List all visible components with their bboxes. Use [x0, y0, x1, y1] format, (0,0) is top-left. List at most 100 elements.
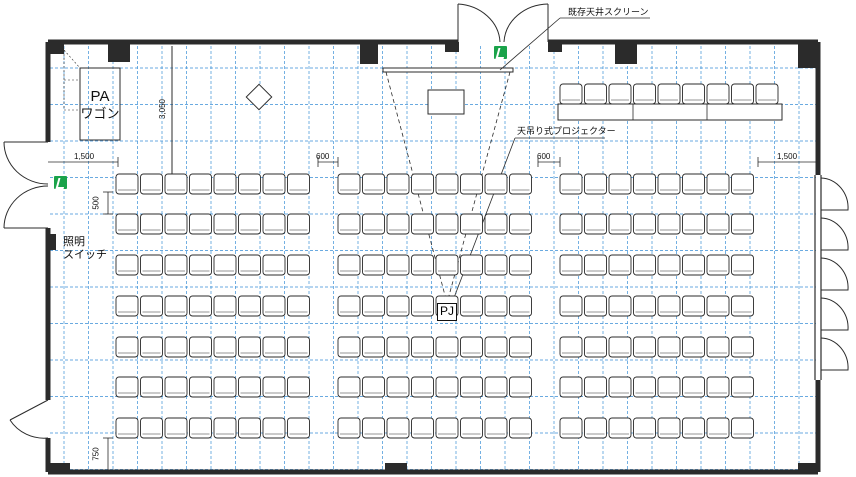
chair	[633, 376, 656, 398]
chair	[460, 254, 483, 276]
right-aisle-dimension: 1,500	[777, 152, 798, 161]
chair	[238, 213, 261, 235]
chair	[262, 213, 286, 235]
chair	[337, 254, 361, 276]
pa-label-line2: ワゴン	[80, 106, 120, 121]
chair	[584, 376, 607, 398]
chair	[509, 213, 532, 235]
chair	[362, 295, 385, 317]
chair	[484, 295, 508, 317]
chair	[484, 376, 508, 398]
chair	[509, 336, 532, 358]
chair	[706, 376, 730, 398]
chair	[682, 417, 705, 439]
dimension-marks	[48, 157, 818, 470]
chair	[386, 295, 410, 317]
projector-box: PJ	[437, 303, 457, 321]
chair	[584, 336, 607, 358]
chair	[682, 213, 705, 235]
chair	[189, 336, 212, 358]
chair	[411, 173, 434, 195]
light-switch-label: 照明 スイッチ	[63, 236, 107, 262]
chair	[164, 173, 188, 195]
chair	[238, 295, 261, 317]
row-pitch-dimension: 500	[91, 196, 101, 210]
chair	[706, 417, 730, 439]
chair	[706, 83, 730, 105]
right-doors	[820, 177, 849, 371]
chair	[189, 417, 212, 439]
chair	[731, 173, 754, 195]
chair	[287, 254, 310, 276]
chair	[633, 173, 656, 195]
chair	[657, 336, 681, 358]
chair	[657, 173, 681, 195]
chair	[238, 376, 261, 398]
top-door	[457, 3, 549, 43]
chair	[140, 376, 163, 398]
chair	[435, 417, 459, 439]
exit-sign-icon	[54, 176, 67, 189]
chair	[706, 336, 730, 358]
chair	[213, 295, 237, 317]
chair	[731, 83, 754, 105]
chair	[608, 254, 632, 276]
chair	[238, 173, 261, 195]
chair	[435, 336, 459, 358]
chair	[411, 376, 434, 398]
chair	[213, 254, 237, 276]
chair	[633, 417, 656, 439]
chair	[633, 336, 656, 358]
podium	[427, 89, 465, 115]
pillars	[48, 42, 818, 472]
chair	[435, 213, 459, 235]
chair	[140, 213, 163, 235]
chair	[731, 295, 754, 317]
chair	[460, 336, 483, 358]
chair	[362, 213, 385, 235]
chair	[238, 254, 261, 276]
chair	[262, 376, 286, 398]
chair	[164, 295, 188, 317]
chair	[682, 173, 705, 195]
chair	[509, 173, 532, 195]
chair	[509, 417, 532, 439]
pa-wagon-label: PA ワゴン	[80, 88, 120, 122]
chair	[559, 254, 583, 276]
chair	[460, 417, 483, 439]
chair	[559, 173, 583, 195]
chair	[755, 83, 779, 105]
chair	[411, 336, 434, 358]
projector-leader	[451, 137, 605, 304]
chair	[509, 376, 532, 398]
chair	[559, 213, 583, 235]
chair	[706, 254, 730, 276]
aisle-b-dimension: 600	[537, 152, 551, 161]
chair	[706, 213, 730, 235]
chair	[706, 295, 730, 317]
panel-seating	[557, 83, 783, 121]
chair	[608, 417, 632, 439]
chair	[164, 336, 188, 358]
chair	[287, 295, 310, 317]
chair	[337, 295, 361, 317]
chair	[584, 295, 607, 317]
chair	[633, 295, 656, 317]
chair	[559, 83, 583, 105]
chair	[731, 213, 754, 235]
chair	[164, 254, 188, 276]
audience-seating	[115, 173, 754, 439]
chair	[608, 295, 632, 317]
chair	[559, 336, 583, 358]
chair	[262, 254, 286, 276]
chair	[657, 254, 681, 276]
chair	[484, 173, 508, 195]
chair	[337, 336, 361, 358]
chair	[435, 173, 459, 195]
right-wall-frame	[814, 175, 822, 380]
chair	[411, 254, 434, 276]
chair	[411, 295, 434, 317]
chair	[584, 213, 607, 235]
pa-label-line1: PA	[90, 88, 110, 105]
